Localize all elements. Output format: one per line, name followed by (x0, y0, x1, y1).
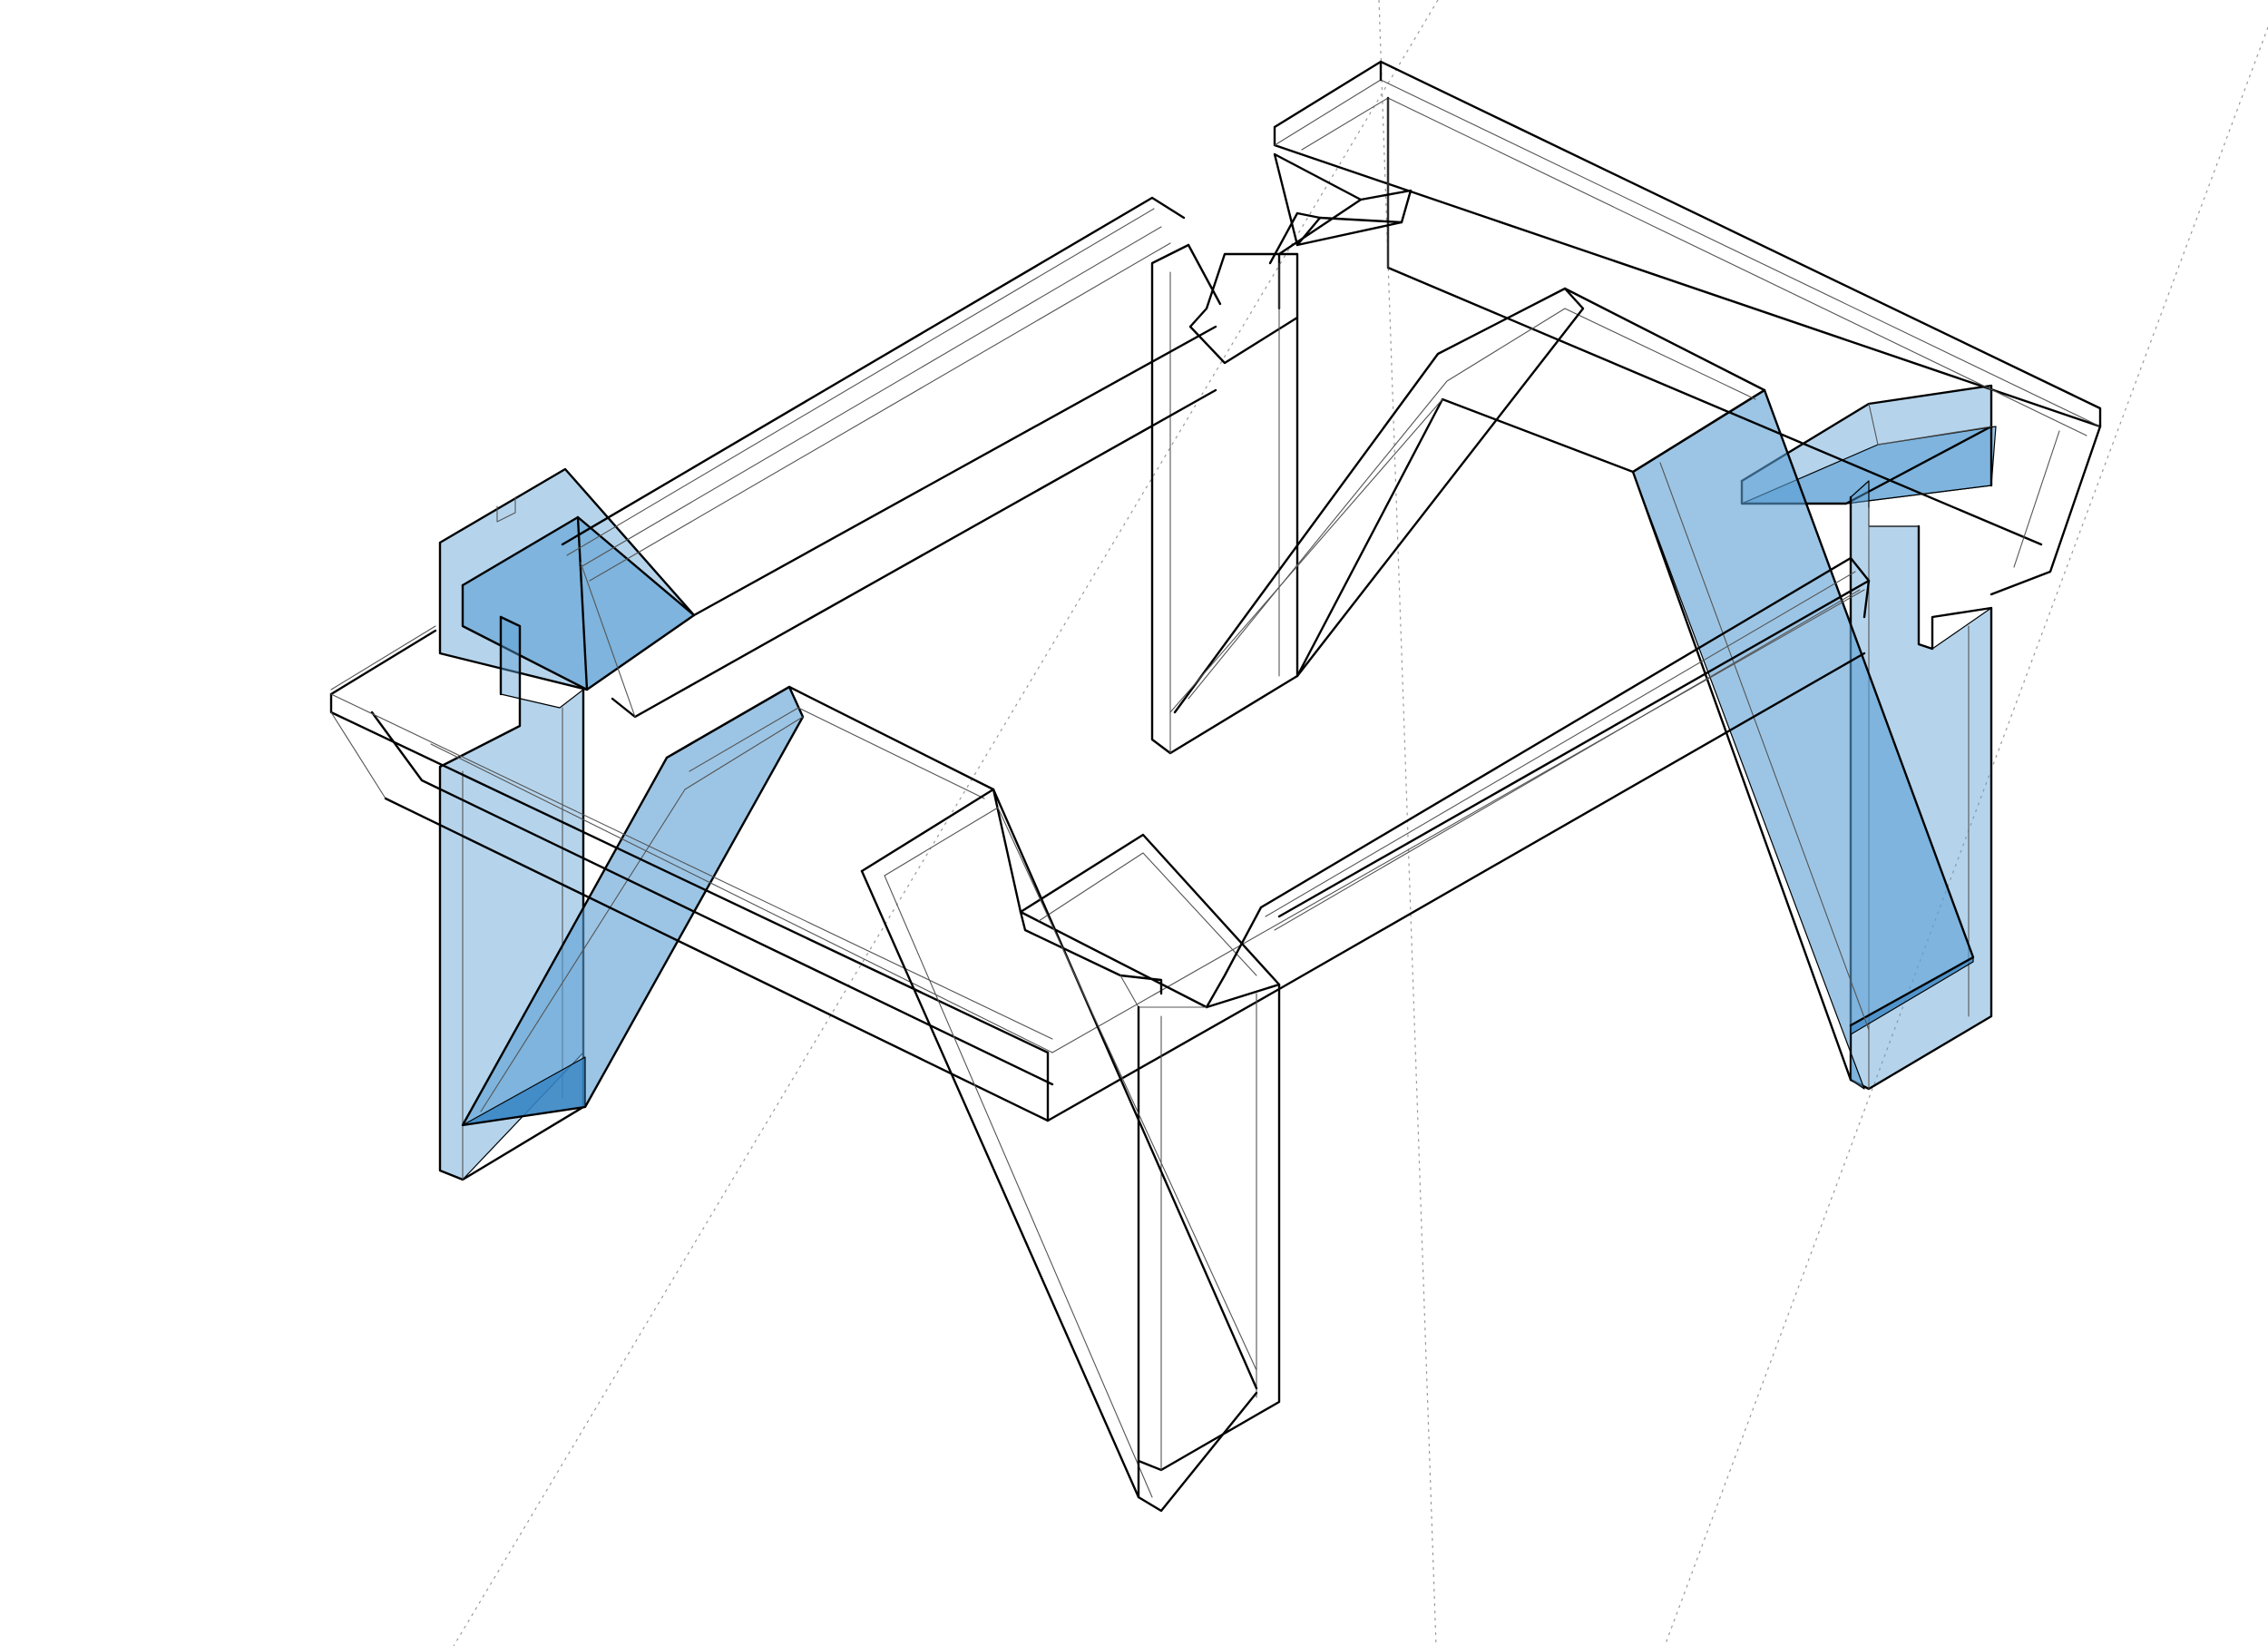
apron-edge (384, 797, 1050, 1122)
joint-edge (1740, 384, 1993, 487)
joint-edge (1019, 910, 1163, 995)
front-right-leg (1137, 983, 1281, 1472)
brace-edge (1169, 398, 1443, 713)
joint-edge (1038, 852, 1257, 976)
joint-edge (496, 496, 516, 523)
apron-edge (589, 242, 1171, 582)
leg-edge (438, 615, 585, 1181)
joint-edge (438, 467, 696, 691)
apron-edge (329, 629, 437, 696)
panel-edge (1301, 97, 2087, 436)
front-left-joint (438, 467, 696, 691)
leg-edge (860, 788, 995, 873)
apron-edge (1274, 589, 1861, 931)
apron-edge (611, 388, 1217, 719)
apron-edge (580, 226, 1162, 568)
apron-edge (692, 325, 1217, 617)
left-apron (561, 196, 1217, 719)
joint-edge (1119, 975, 1207, 1008)
guide-line (1378, 0, 1437, 1646)
leg-edge (992, 788, 1258, 1390)
joint-edge (1268, 211, 1322, 265)
brace-edge (1295, 287, 1585, 678)
leg-edge (884, 807, 999, 877)
guide-line (1664, 26, 2268, 1646)
panel-edge (1273, 60, 2102, 428)
front-right-joint (1019, 833, 1281, 1009)
panel-edge (1989, 425, 2102, 596)
leg-edge (689, 707, 985, 799)
apron-edge (330, 625, 436, 691)
leg-edge (860, 869, 1258, 1513)
panel-edge (2013, 430, 2060, 568)
apron-edge (329, 692, 1050, 1122)
leg-edge (480, 789, 686, 1112)
leg-edge (997, 807, 1257, 1371)
joint-edge (1273, 152, 1413, 247)
apron-edge (330, 693, 1053, 1040)
apron-edge (580, 562, 636, 718)
guide-line (453, 0, 1439, 1646)
leg-edge (1150, 243, 1299, 755)
highlighted-parts (438, 384, 1997, 1181)
leg-edge (665, 685, 1022, 914)
leg-edge (1631, 470, 1853, 1082)
joint-edge (1205, 906, 1263, 1009)
front-apron (329, 625, 1054, 1122)
apron-edge (561, 196, 1186, 546)
leg-edge (884, 875, 1153, 1498)
back-left-joint (1268, 152, 1413, 310)
back-panel (1273, 60, 2102, 596)
joint-edge (461, 515, 589, 691)
apron-edge (370, 710, 1054, 1086)
construction-guides (453, 0, 2268, 1646)
front-right-diagonal-leg (665, 685, 1258, 1513)
center-brace (1169, 287, 1766, 714)
back-left-leg (1150, 243, 1299, 755)
apron-edge (1051, 589, 1865, 1053)
apron-edge (1259, 556, 1871, 918)
joint-edge (1868, 403, 1992, 446)
apron-edge (1862, 579, 1871, 619)
apron-edge (430, 743, 1053, 1053)
panel-edge (1274, 79, 2101, 427)
leg-edge (684, 716, 804, 790)
leg-edge (1659, 462, 1870, 1031)
brace-edge (1188, 308, 1756, 700)
leg-edge (1187, 243, 1222, 306)
apron-edge (1265, 571, 1856, 917)
outlined-parts (329, 60, 2102, 1513)
apron-edge (566, 208, 1155, 556)
